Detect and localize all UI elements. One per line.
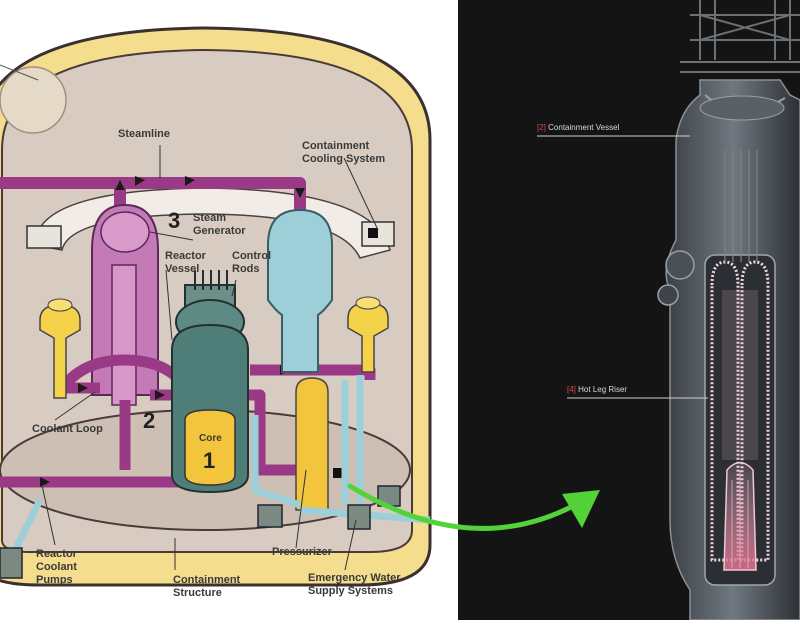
detail-callout-circle [0, 66, 67, 134]
callout-tag: [4] [567, 385, 576, 394]
label-control-rods: Control Rods [232, 250, 272, 275]
number-2-loop: 2 [143, 408, 156, 433]
label-containment-cooling-system: Containment Cooling System [302, 140, 386, 165]
label-steamline: Steamline [118, 128, 170, 140]
cooling-unit-left [26, 225, 62, 249]
pressurizer-tank [295, 377, 329, 511]
smr-render [458, 0, 800, 620]
reactor-coolant-pump-left [39, 298, 81, 399]
number-1-core: 1 [203, 448, 216, 473]
reactor-vessel [171, 270, 249, 494]
hot-leg-riser [710, 260, 740, 562]
reactor-coolant-pump-right [347, 296, 389, 373]
callout-hot-leg-riser: [4] Hot Leg Riser [567, 385, 627, 394]
inner-vessel [704, 254, 776, 586]
label-pressurizer: Pressurizer [272, 546, 332, 558]
label-reactor-vessel: Reactor Vessel [165, 250, 206, 275]
pwr-schematic [0, 26, 432, 587]
label-reactor-coolant-pumps: Reactor Coolant Pumps [36, 548, 77, 586]
callout-containment-vessel: [2] Containment Vessel [537, 123, 619, 132]
label-emergency-water-supply: Emergency Water Supply Systems [308, 572, 401, 597]
number-3-steam-generator: 3 [168, 208, 181, 233]
emergency-pumps [0, 485, 401, 579]
callout-tag: [2] [537, 123, 546, 132]
label-containment-structure: Containment Structure [173, 574, 241, 599]
label-steam-generator: Steam Generator [193, 212, 246, 237]
pressurizer-column [267, 208, 333, 373]
label-coolant-loop: Coolant Loop [32, 423, 103, 435]
core [184, 409, 236, 486]
steam-generator [91, 203, 159, 406]
callout-text: Hot Leg Riser [578, 385, 628, 394]
label-core: Core [199, 433, 222, 444]
comparison-arrow [347, 483, 600, 531]
callout-text: Containment Vessel [548, 123, 620, 132]
